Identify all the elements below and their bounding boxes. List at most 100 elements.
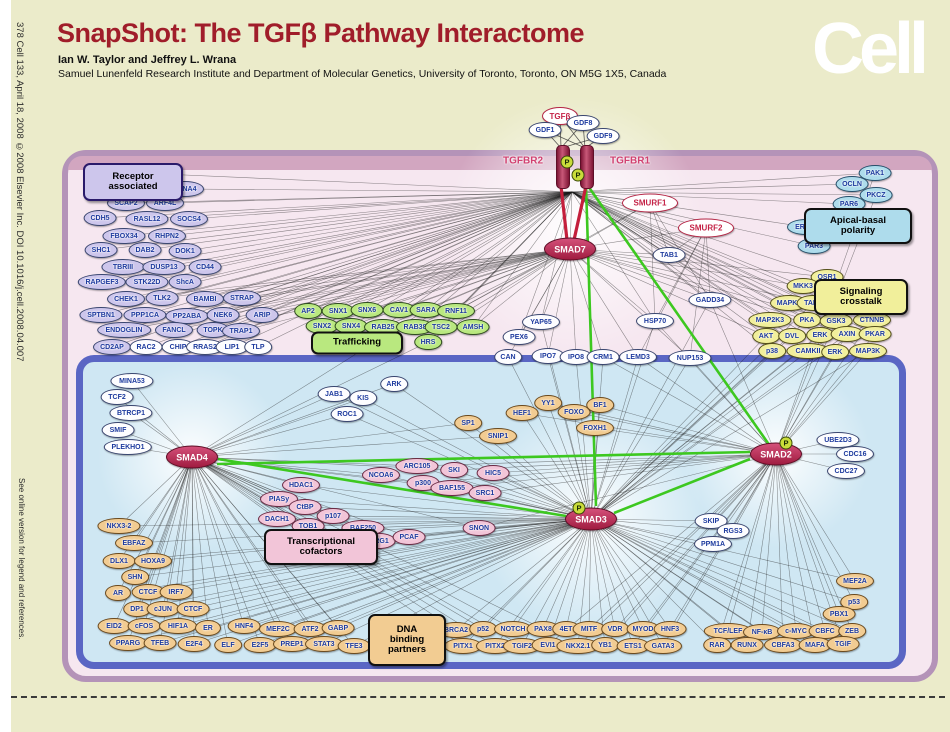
node-STK22D: STK22D [125, 274, 169, 290]
node-SMURF2: SMURF2 [678, 218, 734, 238]
node-p52: p52 [469, 621, 497, 637]
node-SMAD7: SMAD7 [544, 237, 596, 261]
node-SNX1: SNX1 [321, 303, 355, 319]
node-PAK1: PAK1 [858, 165, 892, 181]
node-SNX6: SNX6 [350, 302, 384, 318]
node-FOXH1: FOXH1 [576, 420, 614, 436]
node-BAF155: BAF155 [430, 480, 474, 496]
node-CD2AP: CD2AP [93, 339, 131, 355]
node-BTRCP1: BTRCP1 [109, 405, 153, 421]
node-SHN: SHN [121, 569, 149, 585]
node-HSP70: HSP70 [636, 313, 674, 329]
node-ER: ER [195, 620, 221, 636]
node-SOCS4: SOCS4 [170, 211, 208, 227]
node-DP1: DP1 [123, 601, 151, 617]
node-DVL: DVL [778, 328, 806, 344]
node-TFE3: TFE3 [337, 638, 371, 654]
node-ENDOGLIN: ENDOGLIN [97, 322, 151, 338]
node-RGS3: RGS3 [716, 523, 750, 539]
node-YAP65: YAP65 [522, 314, 560, 330]
node-RAC2: RAC2 [129, 339, 163, 355]
node-FANCL: FANCL [155, 322, 193, 338]
node-GDF8: GDF8 [566, 115, 600, 131]
node-p107: p107 [316, 508, 350, 524]
node-HDAC1: HDAC1 [282, 477, 320, 493]
node-PPP1CA: PPP1CA [123, 307, 167, 323]
node-ROC1: ROC1 [330, 406, 364, 422]
node-cJUN: cJUN [146, 601, 180, 617]
node-HNF3: HNF3 [653, 621, 687, 637]
phospho-badge: P [572, 501, 586, 515]
node-KIS: KIS [349, 390, 377, 406]
sidebar-note: See online version for legend and refere… [17, 478, 26, 640]
page-left-margin [0, 0, 11, 732]
node-TFEB: TFEB [143, 635, 177, 651]
node-CAN: CAN [494, 349, 522, 365]
category-box-receptor-associated: Receptor associated [83, 163, 183, 201]
node-RASL12: RASL12 [125, 211, 169, 227]
node-SHC1: SHC1 [84, 242, 118, 258]
node-ERK2: ERK [821, 344, 849, 360]
node-UBE2D3: UBE2D3 [816, 432, 860, 448]
node-YB1: YB1 [591, 637, 619, 653]
node-PKCZ: PKCZ [859, 187, 893, 203]
node-CD44: CD44 [188, 259, 222, 275]
node-LEMD3: LEMD3 [619, 349, 657, 365]
page-title: SnapShot: The TGFβ Pathway Interactome [57, 18, 585, 48]
node-HEF1: HEF1 [505, 405, 539, 421]
node-HOXA9: HOXA9 [134, 553, 172, 569]
node-JAB1: JAB1 [317, 386, 351, 402]
node-TLP: TLP [244, 339, 272, 355]
node-TAB1: TAB1 [652, 247, 686, 263]
node-SMIF: SMIF [101, 422, 135, 438]
node-PIASy: PIASy [260, 491, 298, 507]
node-ARC105: ARC105 [395, 458, 439, 474]
phospho-badge: P [571, 168, 585, 182]
node-FBOX34: FBOX34 [102, 228, 146, 244]
node-PPM1A: PPM1A [694, 536, 732, 552]
node-MITF: MITF [572, 621, 606, 637]
node-MAP2K3: MAP2K3 [748, 312, 792, 328]
node-RAPGEF3: RAPGEF3 [77, 274, 127, 290]
node-BAMBI: BAMBI [186, 291, 224, 307]
node-PCAF: PCAF [392, 529, 426, 545]
node-SNON: SNON [462, 520, 496, 536]
node-RHPN2: RHPN2 [148, 228, 186, 244]
node-NKX3-2: NKX3-2 [97, 518, 141, 534]
node-cFOS: cFOS [127, 618, 161, 634]
node-E2F5: E2F5 [243, 637, 277, 653]
node-RAB38: RAB38 [396, 319, 434, 335]
node-GABP: GABP [321, 620, 355, 636]
node-CDH5: CDH5 [83, 210, 117, 226]
category-box-dna-binding-partners: DNA binding partners [368, 614, 446, 666]
node-PEX6: PEX6 [502, 329, 536, 345]
node-NCOA6: NCOA6 [362, 467, 400, 483]
node-SMAD4: SMAD4 [166, 445, 218, 469]
node-p38: p38 [758, 343, 786, 359]
node-DACH1: DACH1 [258, 511, 296, 527]
node-PKAR: PKAR [858, 326, 892, 342]
node-PPARG: PPARG [109, 635, 147, 651]
node-EID2: EID2 [97, 618, 131, 634]
node-SARA: SARA [409, 302, 443, 318]
node-OCLN: OCLN [835, 176, 869, 192]
node-CRM1: CRM1 [586, 349, 620, 365]
affiliation: Samuel Lunenfeld Research Institute and … [58, 68, 667, 80]
node-SRC1: SRC1 [468, 485, 502, 501]
node-MAP3K: MAP3K [849, 343, 887, 359]
node-ARK: ARK [380, 376, 408, 392]
node-CBFA3: CBFA3 [764, 637, 802, 653]
node-CHEK1: CHEK1 [107, 291, 145, 307]
node-ARIP: ARIP [245, 307, 279, 323]
node-ShcA: ShcA [168, 274, 202, 290]
node-NUP153: NUP153 [668, 350, 712, 366]
node-FOXO: FOXO [557, 404, 591, 420]
node-TRAP1: TRAP1 [222, 323, 260, 339]
node-MEF2C: MEF2C [259, 621, 297, 637]
node-IRF7: IRF7 [159, 584, 193, 600]
node-SMURF1: SMURF1 [622, 193, 678, 213]
node-CDC27: CDC27 [827, 463, 865, 479]
node-RNF11: RNF11 [437, 303, 475, 319]
node-E2F4: E2F4 [177, 636, 211, 652]
